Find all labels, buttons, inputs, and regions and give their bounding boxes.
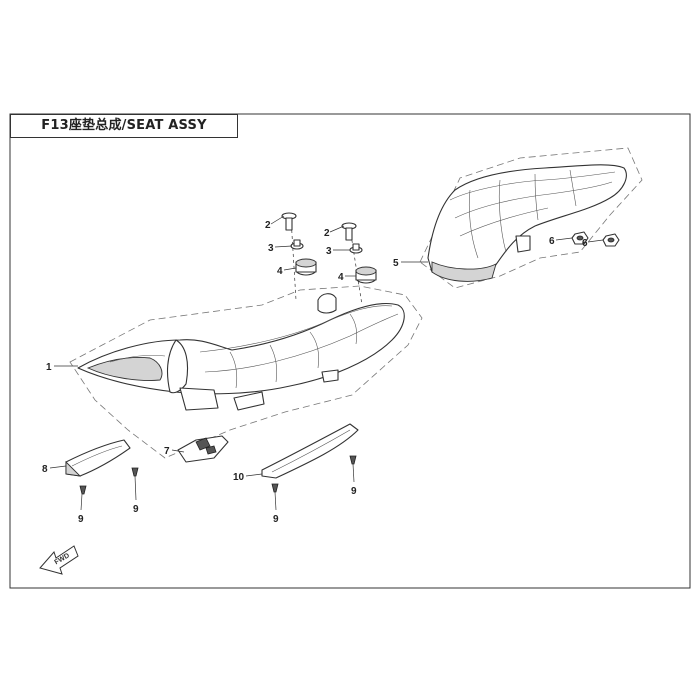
callout-9a: 9 [78, 514, 84, 525]
fwd-arrow-icon: FWD [39, 545, 79, 575]
part-9-screw-c [271, 483, 279, 493]
callout-7: 7 [164, 446, 170, 457]
callout-2a: 2 [265, 220, 271, 231]
leader-lines [49, 215, 604, 511]
part-10-side-cover [261, 423, 359, 479]
callout-9d: 9 [351, 486, 357, 497]
title-box: F13座垫总成/SEAT ASSY [10, 114, 238, 138]
part-9-screw-d [349, 455, 357, 465]
diagram-frame [9, 113, 691, 589]
callout-6a: 6 [549, 236, 555, 247]
callout-6b: 6 [582, 238, 588, 249]
callout-10: 10 [233, 472, 245, 483]
callout-8: 8 [42, 464, 48, 475]
part-6-nut-b [602, 233, 620, 247]
callout-3b: 3 [326, 246, 332, 257]
callout-2b: 2 [324, 228, 330, 239]
main-seat [77, 293, 405, 411]
fastener-stack-left [281, 212, 317, 301]
part-8-side-cover [65, 439, 131, 477]
fastener-stack-right [341, 222, 377, 306]
callout-1: 1 [46, 362, 52, 373]
diagram-title: F13座垫总成/SEAT ASSY [41, 118, 207, 133]
part-9-screw-b [131, 467, 139, 477]
callout-5: 5 [393, 258, 399, 269]
callout-4b: 4 [338, 272, 344, 283]
callout-9c: 9 [273, 514, 279, 525]
part-9-screw-a [79, 485, 87, 495]
part-7-bracket [177, 435, 229, 463]
callout-4a: 4 [277, 266, 283, 277]
callout-3a: 3 [268, 243, 274, 254]
pillion-group-outline [419, 147, 643, 289]
pillion-seat [427, 164, 627, 282]
seat-group-outline [69, 285, 423, 459]
callout-9b: 9 [133, 504, 139, 515]
